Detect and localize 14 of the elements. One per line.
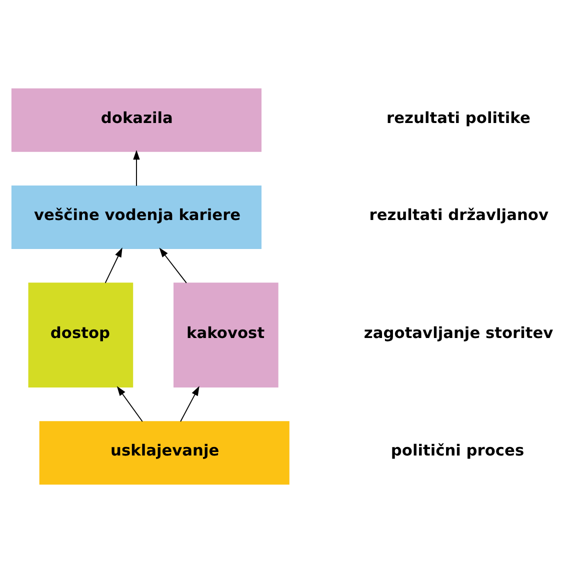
label: rezultati državljanov [369, 205, 548, 224]
arrow [180, 386, 200, 422]
arrow [159, 247, 187, 283]
label: politični proces [390, 441, 524, 460]
node-box: usklajevanje [39, 420, 290, 484]
arrow [133, 150, 140, 186]
node-box: dokazila [11, 88, 262, 152]
label: zagotavljanje storitev [364, 323, 554, 342]
label: rezultati politike [386, 108, 530, 126]
arrow [104, 247, 122, 283]
node-box: dostop [28, 282, 134, 387]
node-box: veščine vodenja kariere [11, 185, 262, 248]
node-box: kakovost [174, 282, 278, 387]
arrow [116, 386, 143, 422]
